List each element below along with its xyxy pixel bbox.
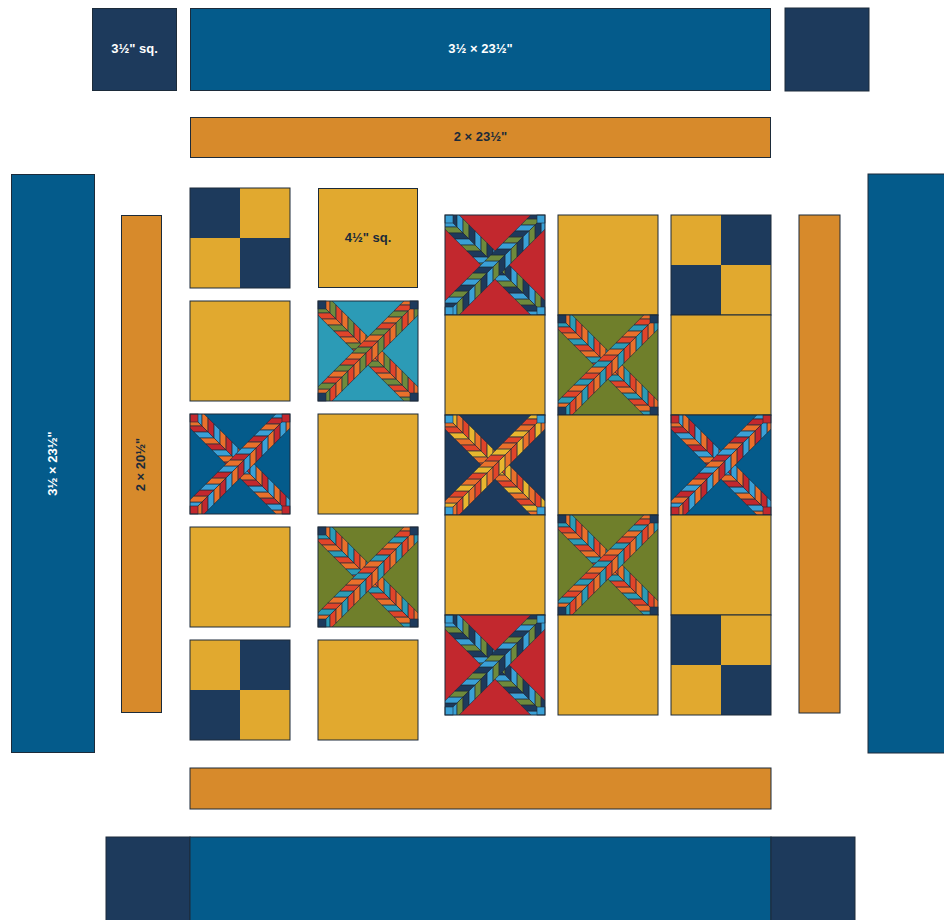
star-block: [431, 401, 554, 529]
plain-square: [445, 315, 545, 415]
plain-square: [318, 414, 418, 514]
border-strip: 3½ × 23½": [190, 8, 771, 91]
four-patch-block: [190, 188, 290, 288]
sashing-strip: [799, 215, 840, 713]
star-block: [176, 400, 299, 528]
four-patch-block: [671, 215, 771, 315]
plain-square: 4½" sq.: [318, 188, 418, 288]
four-patch-block: [190, 640, 290, 740]
star-block: [304, 287, 427, 415]
plain-square: [558, 415, 658, 515]
plain-square: [558, 215, 658, 315]
corner-square: 3½" sq.: [92, 8, 177, 91]
sashing-strip: [190, 768, 771, 809]
plain-square: [671, 515, 771, 615]
plain-square: [558, 615, 658, 715]
dimension-label: 2 × 20½": [134, 431, 149, 497]
star-block: [431, 201, 554, 329]
border-strip: 3½ × 23½": [11, 174, 95, 753]
dimension-label: 2 × 23½": [448, 130, 514, 145]
star-block: [657, 401, 780, 529]
plain-square: [318, 640, 418, 740]
star-block: [431, 601, 554, 729]
plain-square: [190, 301, 290, 401]
corner-square: [785, 8, 869, 91]
dimension-label: 3½ × 23½": [46, 425, 61, 501]
star-block: [544, 301, 667, 429]
corner-square: [771, 837, 855, 920]
star-block: [544, 501, 667, 629]
border-strip: [868, 174, 944, 753]
plain-square: [445, 515, 545, 615]
star-block: [304, 513, 427, 641]
plain-square: [190, 527, 290, 627]
dimension-label: 3½" sq.: [105, 42, 164, 57]
plain-square: [671, 315, 771, 415]
sashing-strip: 2 × 23½": [190, 117, 771, 158]
border-strip: [190, 837, 771, 920]
sashing-strip: 2 × 20½": [121, 215, 162, 713]
four-patch-block: [671, 615, 771, 715]
dimension-label: 3½ × 23½": [442, 42, 518, 57]
dimension-label: 4½" sq.: [339, 231, 398, 246]
corner-square: [106, 837, 190, 920]
